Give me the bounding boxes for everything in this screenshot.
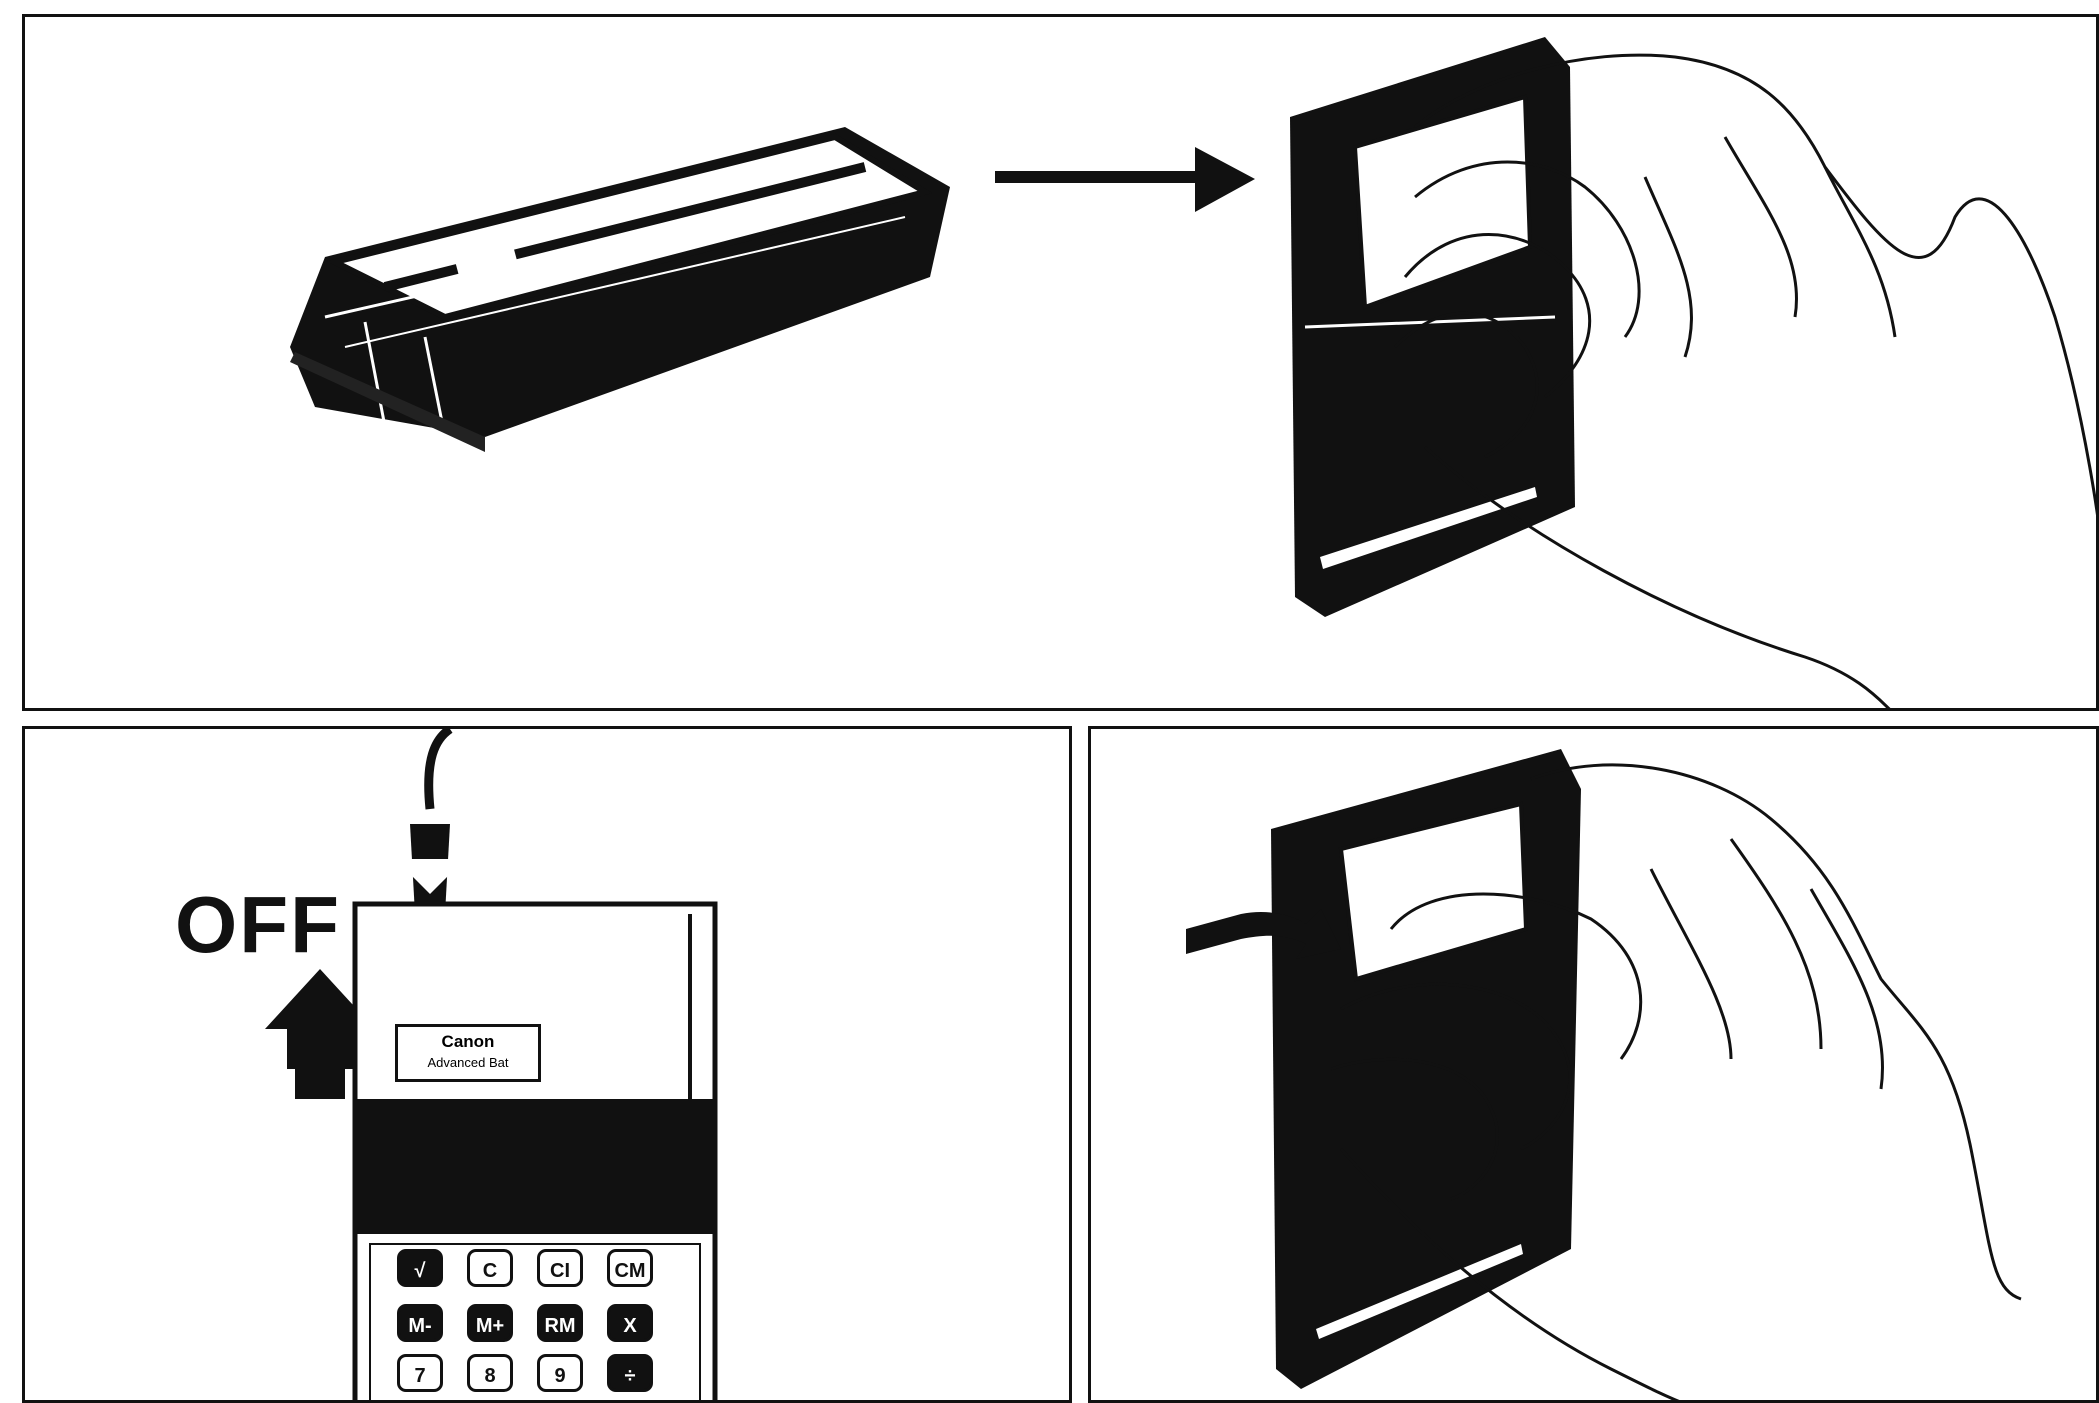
- calculator-front-illustration: [25, 729, 1072, 1403]
- key-rm: RM: [537, 1304, 583, 1342]
- brand-name: Canon: [398, 1033, 538, 1050]
- key-9: 9: [537, 1354, 583, 1392]
- key-m-minus: M-: [397, 1304, 443, 1342]
- key-8: 8: [467, 1354, 513, 1392]
- brand-plate: Canon Advanced Bat: [395, 1024, 541, 1082]
- adapter-cord: [395, 729, 465, 914]
- off-label: OFF: [175, 879, 341, 971]
- key-c: C: [467, 1249, 513, 1287]
- key-ci: CI: [537, 1249, 583, 1287]
- key-divide: ÷: [607, 1354, 653, 1392]
- calculator-back-in-hand: [1271, 749, 1581, 1389]
- key-sqrt: √: [397, 1249, 443, 1287]
- illustration-panel-top: [22, 14, 2099, 711]
- push-arrow-icon: [1186, 909, 1341, 959]
- illustration-panel-cover-release: [1088, 726, 2099, 1403]
- key-m-plus: M+: [467, 1304, 513, 1342]
- brand-subtitle: Advanced Bat: [398, 1056, 538, 1069]
- cover-release-illustration: [1091, 729, 2099, 1403]
- key-7: 7: [397, 1354, 443, 1392]
- battery-insertion-illustration: [25, 17, 2099, 711]
- battery-pack: [290, 127, 950, 452]
- right-arrow-icon: [995, 147, 1255, 212]
- illustration-panel-power-off: OFF Canon Advanced Bat √ C CI CM M- M+ R…: [22, 726, 1072, 1403]
- key-cm: CM: [607, 1249, 653, 1287]
- key-multiply: X: [607, 1304, 653, 1342]
